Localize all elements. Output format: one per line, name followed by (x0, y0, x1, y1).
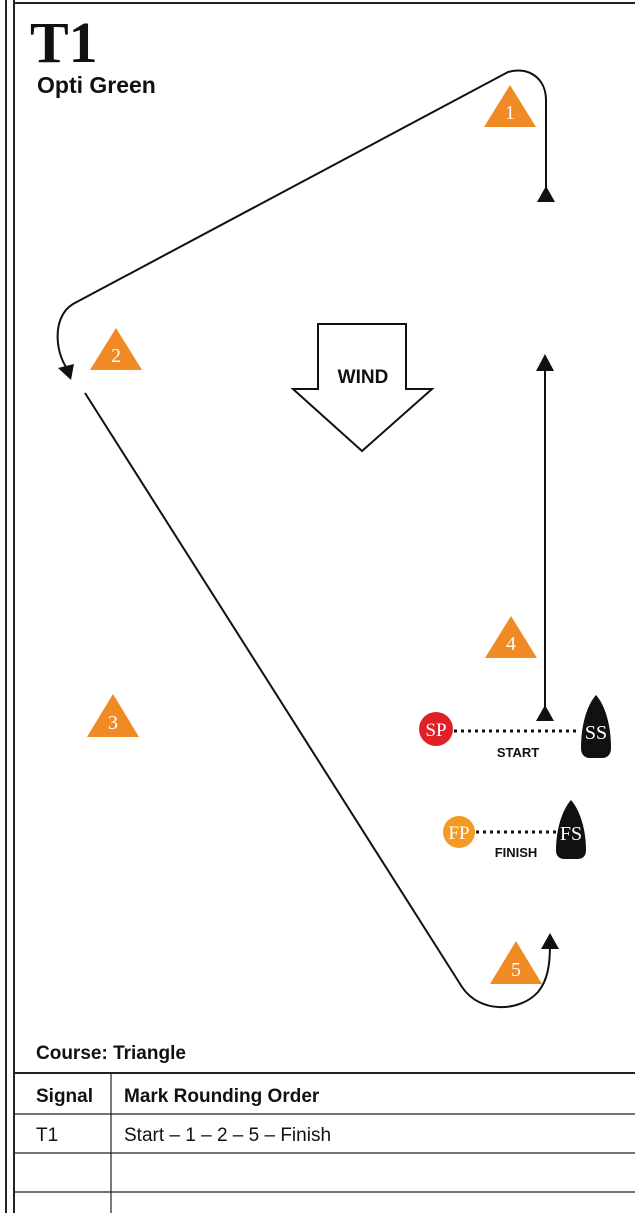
finish-line-label: FINISH (495, 845, 538, 860)
mark-1-label: 1 (505, 102, 515, 124)
course-type-label: Course: Triangle (36, 1043, 186, 1064)
mark-5: 5 (490, 941, 542, 984)
beat-arrow-up (536, 354, 554, 371)
finish-boat-label: FS (560, 823, 582, 845)
start-arrow (536, 705, 554, 721)
course-leg-2-5-finish (84, 392, 551, 1009)
finish-pin-icon (443, 816, 475, 848)
table-cell-signal: T1 (36, 1125, 58, 1146)
start-boat-icon (581, 695, 611, 758)
mark-4-icon (485, 616, 537, 658)
start-boat-label: SS (585, 722, 607, 744)
mark-5-icon (490, 941, 542, 984)
mark-1-icon (484, 85, 536, 127)
mark-3-icon (87, 694, 139, 737)
start-pin-icon (419, 712, 453, 746)
fleet-subtitle: Opti Green (37, 72, 156, 98)
mark-1: 1 (484, 85, 536, 127)
mark-2-label: 2 (111, 345, 121, 367)
table-header-signal: Signal (36, 1086, 93, 1107)
mark-4: 4 (485, 616, 537, 658)
start-line: SP SS START (419, 695, 611, 760)
signal-table: Signal Mark Rounding Order T1 Start – 1 … (14, 1072, 635, 1213)
start-line-label: START (497, 745, 539, 760)
mark-3: 3 (87, 694, 139, 737)
mark-2: 2 (90, 328, 142, 370)
mark-3-label: 3 (108, 712, 118, 734)
course-leg-start-1-2 (56, 69, 547, 373)
table-cell-order: Start – 1 – 2 – 5 – Finish (124, 1125, 331, 1146)
finish-boat-icon (556, 800, 586, 859)
finish-pin-label: FP (448, 823, 469, 844)
leg-arrow-2 (58, 364, 74, 380)
mark-5-label: 5 (511, 959, 521, 981)
start-pin-label: SP (425, 720, 446, 741)
leg-arrow-1 (537, 186, 555, 202)
mark-4-label: 4 (506, 633, 516, 655)
wind-label: WIND (338, 367, 389, 388)
course-title: T1 (30, 10, 98, 75)
wind-arrow: WIND (290, 323, 435, 453)
table-header-order: Mark Rounding Order (124, 1086, 320, 1107)
mark-2-icon (90, 328, 142, 370)
wind-arrow-icon (290, 323, 435, 453)
leg-arrow-5 (541, 933, 559, 949)
finish-line: FP FS FINISH (443, 800, 586, 860)
